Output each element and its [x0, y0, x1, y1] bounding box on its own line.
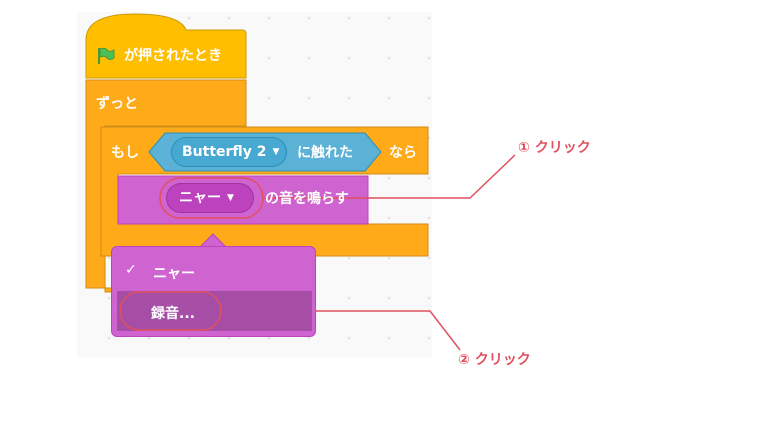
touching-label: に触れた — [297, 145, 353, 161]
when-flag-clicked-hat-block[interactable] — [85, 13, 247, 79]
menu-item-meow[interactable]: ✓ ニャー — [116, 255, 311, 287]
annotation-step-2: ② クリック — [458, 352, 531, 368]
sound-dropdown-value: ニャー — [179, 190, 221, 206]
menu-item-label: 録音... — [151, 306, 195, 322]
chevron-down-icon: ▼ — [227, 192, 234, 203]
annotation-step-1: ① クリック — [518, 140, 591, 156]
sprite-dropdown[interactable]: Butterfly 2 ▼ — [171, 137, 287, 167]
play-sound-label: の音を鳴らす — [265, 191, 349, 207]
sprite-dropdown-value: Butterfly 2 — [182, 144, 267, 160]
green-flag-icon — [98, 47, 115, 64]
annotation-line-1 — [263, 154, 516, 199]
sound-dropdown[interactable]: ニャー ▼ — [166, 183, 254, 213]
if-block-label-then: なら — [389, 145, 417, 161]
hat-block-label: が押されたとき — [124, 48, 222, 64]
if-block-label-if: もし — [111, 145, 139, 161]
forever-block-label: ずっと — [96, 96, 138, 112]
checkmark-icon: ✓ — [125, 262, 137, 278]
menu-item-label: ニャー — [153, 266, 195, 282]
chevron-down-icon: ▼ — [272, 146, 280, 157]
highlight-record-item — [119, 291, 222, 331]
